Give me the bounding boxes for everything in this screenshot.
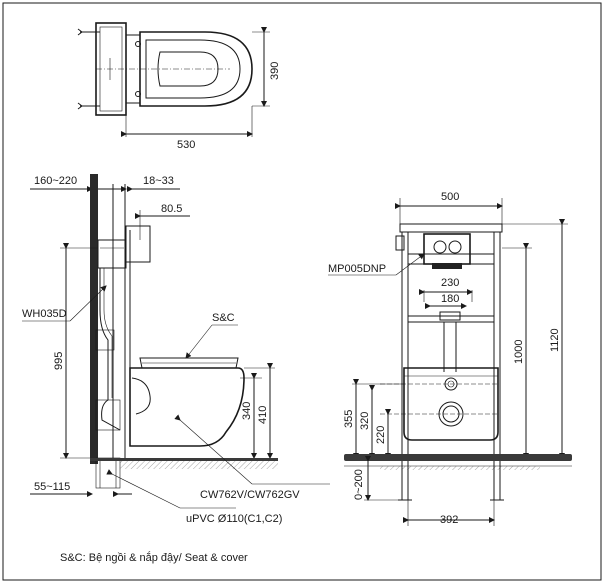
- dim-frame-height: 995: [53, 352, 65, 370]
- dim-0-200: 0~200: [353, 469, 365, 500]
- dim-1120: 1120: [549, 328, 561, 352]
- dim-floor-range: 55~115: [34, 481, 70, 493]
- dim-wall-range: 160~220: [34, 175, 77, 187]
- label-pipe: uPVC Ø110(C1,C2): [186, 513, 282, 525]
- label-plate: MP005DNP: [328, 263, 386, 275]
- dim-220: 220: [375, 426, 387, 444]
- front-view: 500 MP005DNP 230 180: [328, 191, 572, 526]
- dim-total-bowl: 410: [257, 406, 269, 424]
- label-seat: S&C: [212, 312, 235, 324]
- label-tank: WH035D: [22, 308, 67, 320]
- dim-1000: 1000: [513, 340, 525, 364]
- side-view: 160~220 18~33 80.5 S&C: [22, 174, 330, 525]
- label-model: CW762V/CW762GV: [200, 489, 300, 501]
- dim-392: 392: [440, 514, 458, 526]
- dim-gap: 18~33: [143, 175, 174, 187]
- dim-355: 355: [343, 410, 355, 428]
- dim-top-depth: 390: [269, 62, 281, 80]
- drawing-border: [2, 2, 602, 581]
- footnote: S&C: Bệ ngồi & nắp đậy/ Seat & cover: [60, 551, 248, 564]
- top-view: 530 390: [77, 22, 281, 151]
- dim-180: 180: [441, 293, 459, 305]
- dim-bowl-height: 340: [241, 402, 253, 420]
- dim-frame-width: 500: [441, 191, 459, 203]
- dim-320: 320: [359, 412, 371, 430]
- dim-230: 230: [441, 277, 459, 289]
- dim-offset: 80.5: [161, 203, 182, 215]
- dim-top-width: 530: [177, 139, 195, 151]
